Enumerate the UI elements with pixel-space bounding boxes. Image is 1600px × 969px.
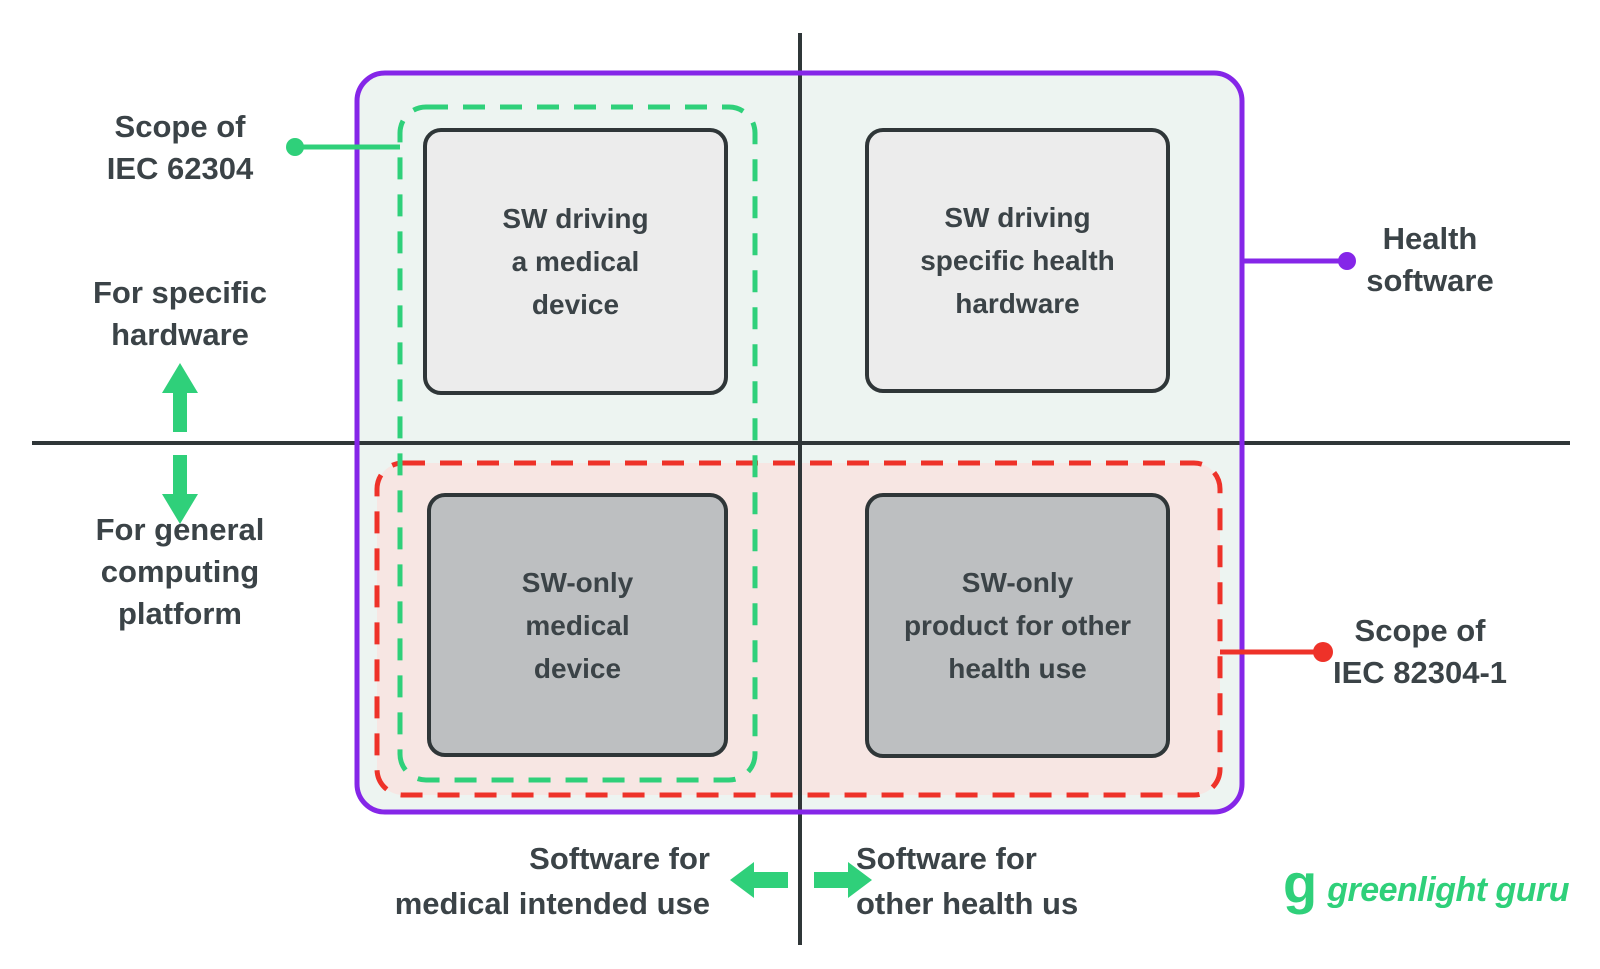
iec-82304-region-border — [374, 460, 1223, 798]
quadrant-card-label: SW-only product for other health use — [903, 567, 1132, 684]
for-specific-hardware-label: For specific hardware — [93, 275, 267, 352]
software-for-other-health-label: Software for other health us — [856, 841, 1079, 921]
quadrant-card-sw-driving-medical-device: SW driving a medical device — [423, 128, 728, 395]
iec-82304-connector-dot — [1313, 642, 1333, 662]
arrow-up-icon — [162, 363, 198, 432]
quadrant-card-sw-only-medical-device: SW-only medical device — [427, 493, 728, 757]
greenlight-guru-wordmark: greenlight guru — [1327, 870, 1570, 909]
quadrant-card-label: SW-only medical device — [521, 566, 634, 684]
quadrant-card-sw-driving-health-hardware: SW driving specific health hardware — [865, 128, 1170, 393]
arrow-down-icon — [162, 455, 198, 524]
scope-iec-82304-1-label: Scope of IEC 82304-1 — [1332, 613, 1508, 690]
health-software-connector-dot — [1338, 252, 1356, 270]
iec-62304-connector-dot — [286, 138, 304, 156]
greenlight-guru-logo: g greenlight guru — [1283, 856, 1570, 918]
arrow-right-icon — [814, 862, 872, 898]
quadrant-card-label: SW driving specific health hardware — [920, 202, 1115, 319]
arrow-left-icon — [730, 862, 788, 898]
quadrant-card-label: SW driving a medical device — [502, 203, 649, 320]
software-for-medical-use-label: Software for medical intended use — [394, 841, 710, 921]
quadrant-card-sw-only-other-health: SW-only product for other health use — [865, 493, 1170, 758]
scope-iec-62304-label: Scope of IEC 62304 — [106, 109, 254, 186]
iec-62304-region-border — [397, 104, 758, 783]
health-software-label: Health software — [1366, 221, 1494, 298]
health-software-region-border — [354, 70, 1245, 815]
for-general-computing-platform-label: For general computing platform — [95, 512, 265, 631]
greenlight-guru-logo-icon: g — [1283, 852, 1318, 915]
